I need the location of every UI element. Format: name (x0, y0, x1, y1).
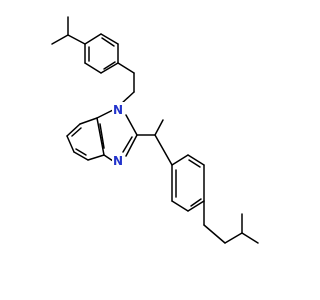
molecule-canvas: N N (51, 16, 259, 244)
structure-diagram: N N (51, 16, 259, 244)
bond (171, 200, 189, 212)
bond (84, 33, 102, 45)
benzimidazole-imidazole-ring (96, 109, 138, 162)
bond (154, 119, 164, 136)
nitrogen-label: N (113, 103, 123, 117)
double-bond (190, 198, 202, 207)
atom-background (112, 153, 125, 167)
benzimidazole-benzene-ring (66, 117, 105, 161)
double-bond (71, 127, 82, 137)
bond (187, 200, 205, 212)
bond (100, 62, 119, 74)
bond (171, 154, 189, 166)
lower-phenyl-ring (171, 154, 205, 212)
double-bond (188, 159, 201, 168)
bond (125, 134, 138, 157)
bond (67, 34, 86, 45)
bond (224, 232, 243, 244)
bond (79, 117, 98, 125)
bond (96, 117, 105, 156)
isobutyl-group (203, 200, 259, 244)
atom-n1: N (112, 102, 125, 117)
upper-phenyl-ring (84, 33, 119, 74)
bond (117, 62, 135, 74)
nitrogen-label: N (113, 154, 123, 168)
ethylidene-linker (136, 119, 173, 166)
isopropyl-group (51, 16, 86, 45)
bond (100, 33, 119, 45)
atom-n3: N (112, 153, 125, 168)
bond (66, 123, 81, 137)
bond (84, 62, 102, 74)
atom-background (112, 102, 125, 116)
bond (87, 154, 105, 161)
bond (51, 34, 69, 45)
double-bond (122, 136, 133, 153)
bond (73, 151, 89, 161)
methylene-linker (117, 62, 135, 105)
double-bond (99, 123, 105, 149)
double-bond (101, 37, 115, 47)
bond (203, 224, 226, 244)
bond (187, 154, 205, 166)
bond (103, 154, 114, 162)
bond (125, 114, 138, 136)
double-bond (103, 61, 116, 70)
double-bond (75, 148, 87, 156)
bond (66, 135, 75, 153)
bond (96, 109, 114, 119)
bond (241, 232, 259, 244)
bond (154, 134, 173, 166)
